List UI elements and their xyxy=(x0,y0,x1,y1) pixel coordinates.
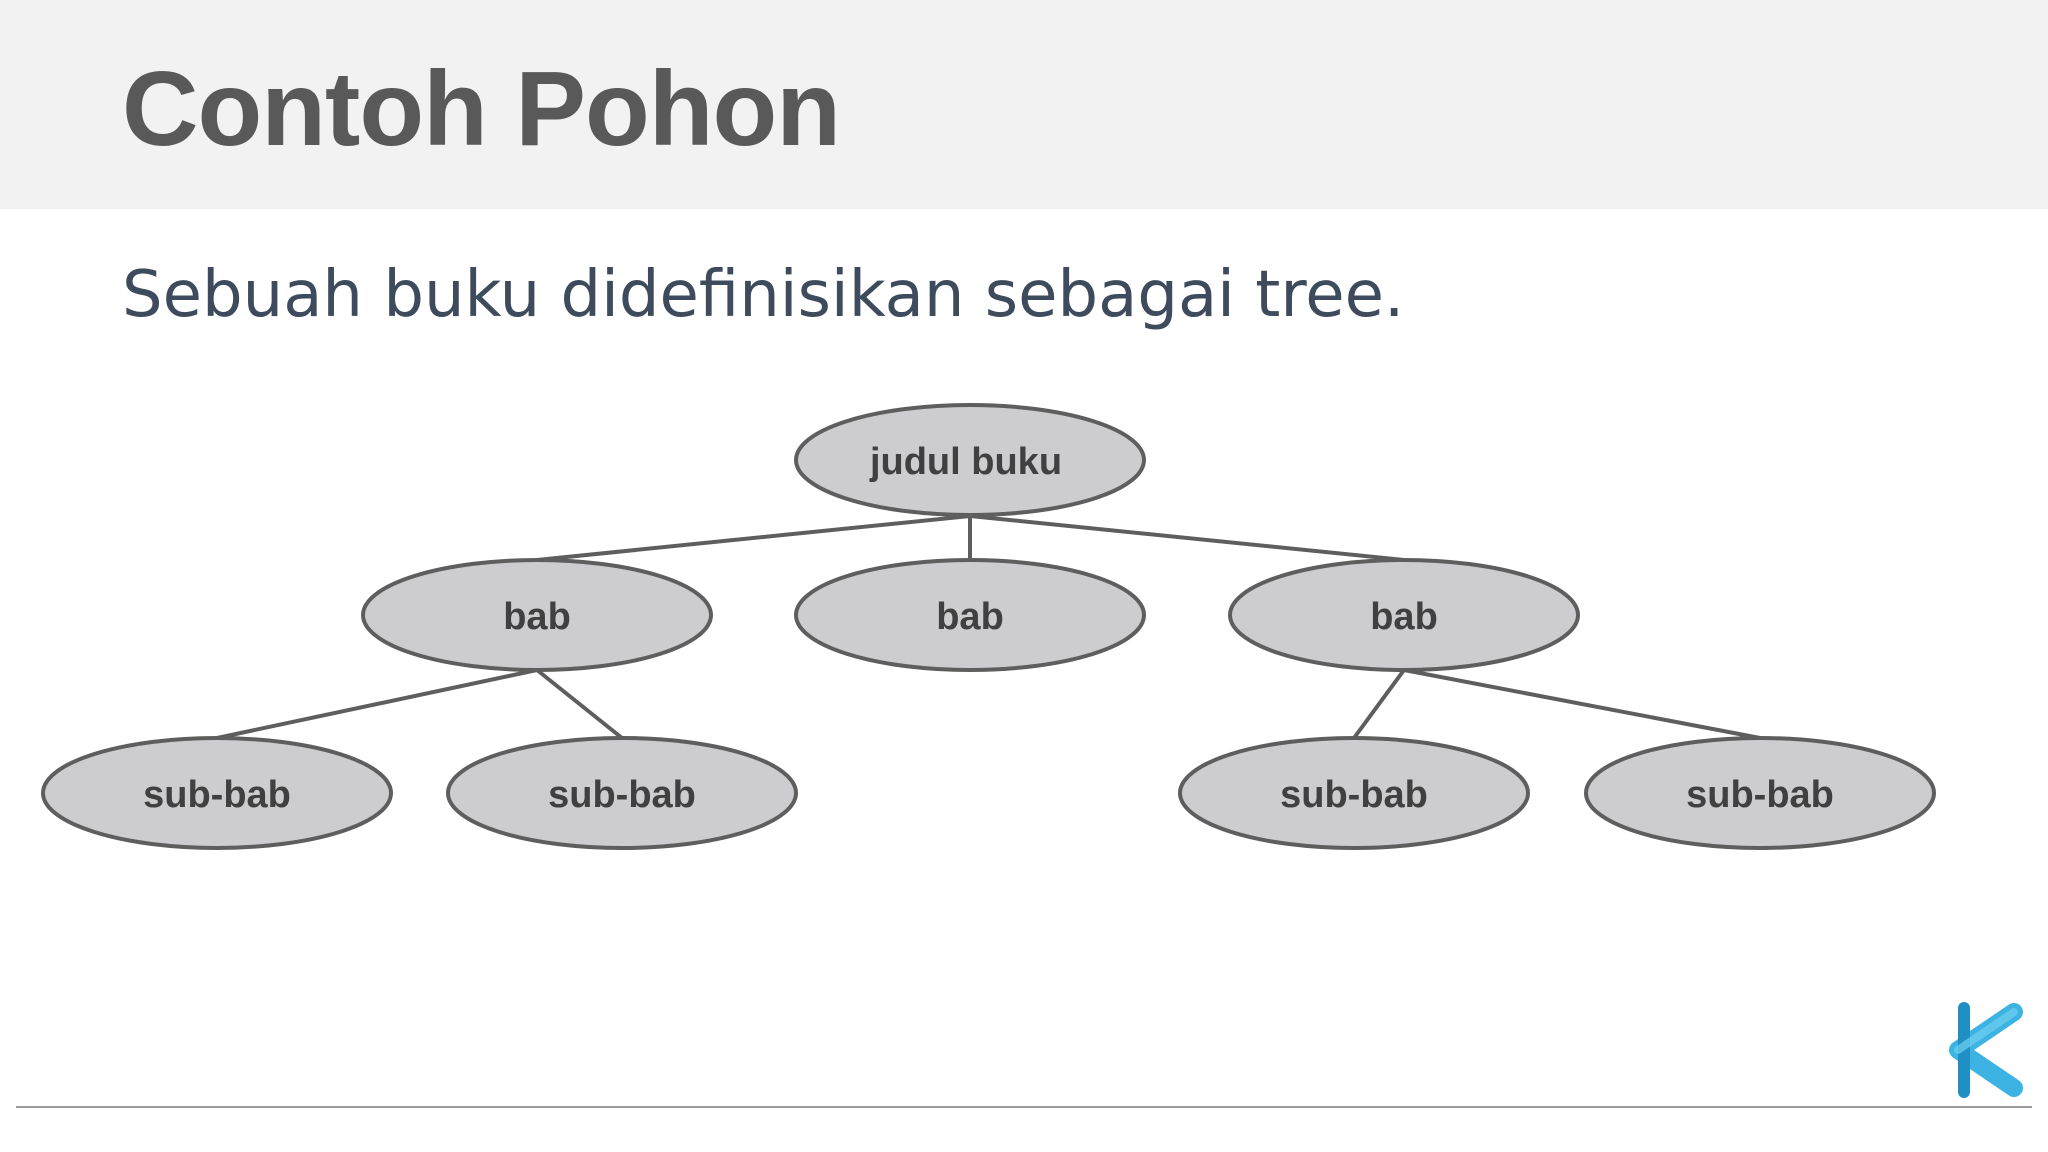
node-shape xyxy=(1178,736,1530,850)
tree-node-bab3: bab xyxy=(1228,558,1580,672)
footer-rule xyxy=(16,1106,2032,1108)
node-shape xyxy=(361,558,713,672)
node-shape xyxy=(1228,558,1580,672)
edge-bab3-sub4 xyxy=(1403,668,1761,740)
node-shape xyxy=(41,736,393,850)
node-label: sub-bab xyxy=(1686,774,1834,816)
tree-node-sub1: sub-bab xyxy=(41,736,393,850)
slide-subtitle: Sebuah buku didefinisikan sebagai tree. xyxy=(122,258,1405,332)
edge-bab1-sub1 xyxy=(216,668,538,740)
node-label: sub-bab xyxy=(143,774,291,816)
node-label: sub-bab xyxy=(1280,774,1428,816)
tree-node-sub3: sub-bab xyxy=(1178,736,1530,850)
edge-root-bab3 xyxy=(969,514,1405,562)
node-label: bab xyxy=(1370,596,1438,638)
node-shape xyxy=(794,558,1146,672)
node-shape xyxy=(794,403,1146,517)
slide-title: Contoh Pohon xyxy=(122,50,841,168)
edge-root-bab1 xyxy=(536,514,971,562)
tree-node-bab2: bab xyxy=(794,558,1146,672)
node-label: sub-bab xyxy=(548,774,696,816)
node-label: bab xyxy=(503,596,571,638)
edge-bab1-sub2 xyxy=(535,668,624,740)
tree-node-root: judul buku xyxy=(794,403,1146,517)
node-shape xyxy=(446,736,798,850)
node-shape xyxy=(1584,736,1936,850)
node-label: judul buku xyxy=(869,441,1062,483)
edge-bab3-sub3 xyxy=(1352,668,1406,740)
tree-node-bab1: bab xyxy=(361,558,713,672)
k-chevron-logo-icon xyxy=(1949,1002,2023,1098)
tree-edges xyxy=(216,514,1761,740)
tree-node-sub2: sub-bab xyxy=(446,736,798,850)
node-label: bab xyxy=(936,596,1004,638)
header-band xyxy=(0,0,2048,209)
tree-node-sub4: sub-bab xyxy=(1584,736,1936,850)
